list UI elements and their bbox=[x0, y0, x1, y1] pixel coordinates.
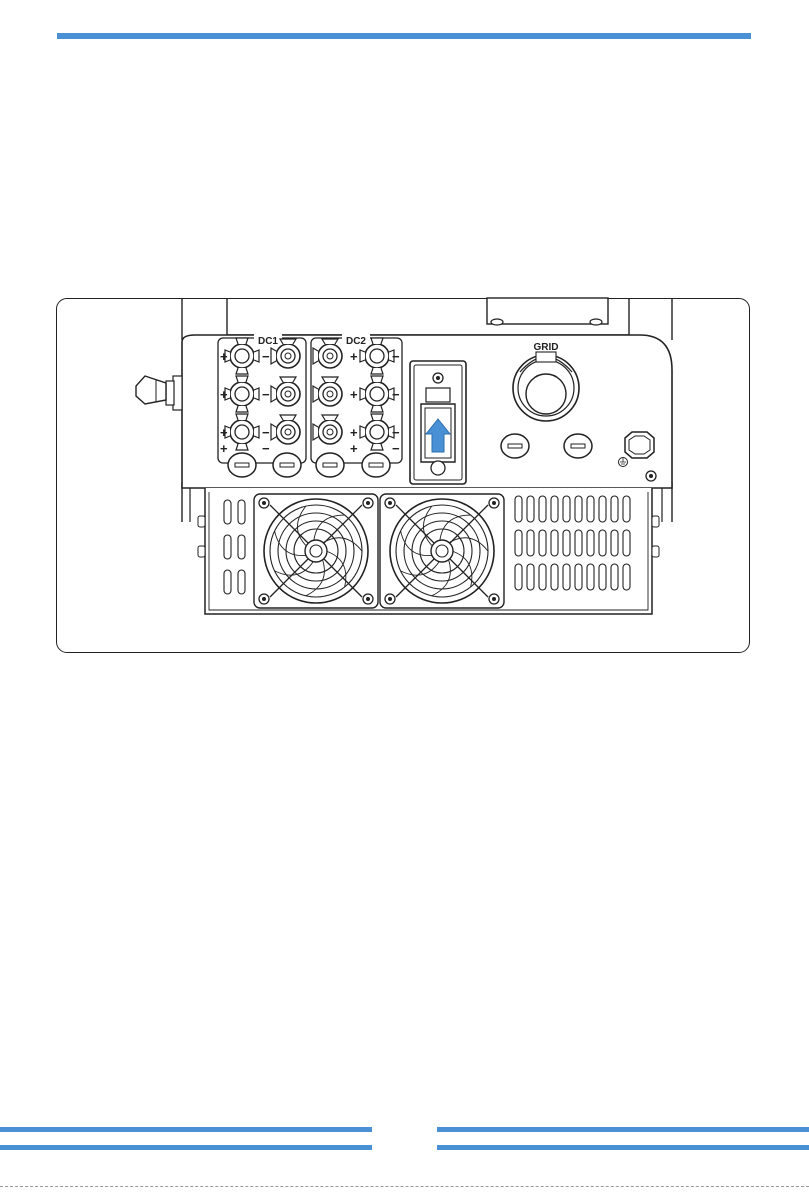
vent-plug bbox=[362, 453, 390, 477]
vent-slot bbox=[623, 564, 630, 590]
minus-sign: − bbox=[262, 441, 270, 456]
plus-sign: + bbox=[220, 441, 228, 456]
minus-sign: − bbox=[262, 349, 270, 364]
vent-slot bbox=[515, 496, 522, 522]
communication-port[interactable] bbox=[410, 361, 466, 484]
minus-sign: − bbox=[392, 441, 400, 456]
vent-slot bbox=[224, 500, 231, 524]
dc1-label: DC1 bbox=[258, 336, 278, 347]
fan-screw bbox=[259, 594, 269, 604]
vent-slot bbox=[515, 530, 522, 556]
ground-terminal[interactable] bbox=[625, 432, 654, 458]
vent-slot bbox=[527, 564, 534, 590]
vent-plug bbox=[501, 434, 529, 458]
footer-rule bbox=[0, 1145, 372, 1150]
footer-rule bbox=[437, 1145, 809, 1150]
vent-slot bbox=[551, 564, 558, 590]
fan-screw bbox=[489, 594, 499, 604]
minus-sign: − bbox=[262, 387, 270, 402]
fan bbox=[380, 494, 504, 608]
panel-screw bbox=[646, 471, 656, 481]
vent-slot bbox=[599, 530, 606, 556]
vent-slot bbox=[575, 496, 582, 522]
vent-slot bbox=[587, 564, 594, 590]
vent-slot bbox=[587, 496, 594, 522]
minus-sign: − bbox=[262, 425, 270, 440]
vent-slot bbox=[563, 530, 570, 556]
page-cut-line bbox=[0, 1186, 809, 1187]
fan-screw bbox=[385, 498, 395, 508]
plus-sign: + bbox=[220, 349, 228, 364]
plus-sign: + bbox=[350, 349, 358, 364]
fan-screw bbox=[363, 594, 373, 604]
vent-slot bbox=[563, 564, 570, 590]
port-screw-top bbox=[433, 373, 443, 383]
fan-screw bbox=[489, 498, 499, 508]
top-bracket bbox=[487, 298, 608, 324]
vent-slot bbox=[599, 496, 606, 522]
vent-slot bbox=[539, 496, 546, 522]
vent-plug bbox=[564, 434, 592, 458]
vent-slot bbox=[238, 535, 245, 559]
plus-sign: + bbox=[350, 441, 358, 456]
vent-slot bbox=[623, 496, 630, 522]
fan bbox=[254, 494, 378, 608]
plus-sign: + bbox=[350, 425, 358, 440]
vent-slot bbox=[611, 530, 618, 556]
plus-sign: + bbox=[220, 425, 228, 440]
vent-plug bbox=[273, 453, 301, 477]
vent-slot bbox=[575, 564, 582, 590]
vent-slot bbox=[539, 530, 546, 556]
footer-rule bbox=[0, 1127, 372, 1132]
fan-screw bbox=[259, 498, 269, 508]
minus-sign: − bbox=[392, 425, 400, 440]
rotary-switch-icon[interactable] bbox=[136, 376, 182, 410]
vent-slot bbox=[551, 530, 558, 556]
vent-plug bbox=[316, 453, 344, 477]
plus-sign: + bbox=[350, 387, 358, 402]
vent-slot bbox=[551, 496, 558, 522]
vent-slot bbox=[527, 496, 534, 522]
vent-slot bbox=[224, 535, 231, 559]
vent-slot bbox=[539, 564, 546, 590]
dc2-label: DC2 bbox=[346, 336, 366, 347]
minus-sign: − bbox=[392, 387, 400, 402]
vent-slot bbox=[224, 570, 231, 594]
vent-plug bbox=[228, 453, 256, 477]
vent-slot bbox=[623, 530, 630, 556]
footer-rule bbox=[437, 1127, 809, 1132]
grid-label: GRID bbox=[534, 342, 559, 353]
vent-slot bbox=[238, 500, 245, 524]
minus-sign: − bbox=[392, 349, 400, 364]
vent-slot bbox=[599, 564, 606, 590]
fan-screw bbox=[385, 594, 395, 604]
fan-screw bbox=[363, 498, 373, 508]
vent-slot bbox=[575, 530, 582, 556]
vent-slot bbox=[611, 564, 618, 590]
vent-slot bbox=[515, 564, 522, 590]
vent-slot bbox=[527, 530, 534, 556]
vent-slot bbox=[587, 530, 594, 556]
ground-symbol-icon bbox=[619, 458, 628, 467]
vent-slot bbox=[563, 496, 570, 522]
plus-sign: + bbox=[220, 387, 228, 402]
vent-slot bbox=[238, 570, 245, 594]
vent-slot bbox=[611, 496, 618, 522]
